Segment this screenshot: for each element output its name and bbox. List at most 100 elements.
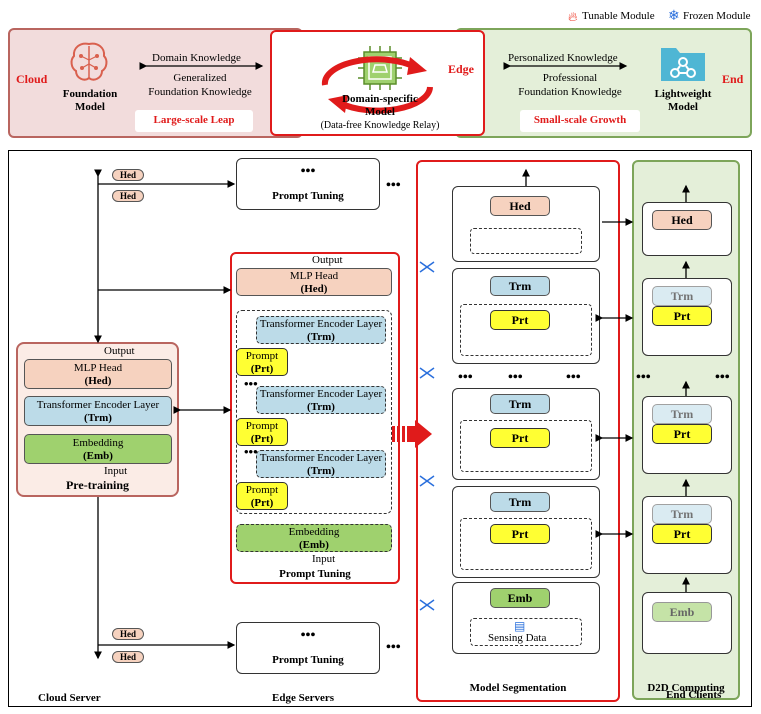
hed-chip-2: Hed <box>112 190 144 202</box>
personalized-knowledge: Personalized Knowledge <box>508 52 618 64</box>
prompt-tuning-top <box>236 158 380 210</box>
generalized-l2: Foundation Knowledge <box>148 86 252 98</box>
seg-block-5 <box>452 582 600 654</box>
professional-l2: Foundation Knowledge <box>518 86 622 98</box>
seg-prt-2: Prt <box>490 428 550 448</box>
pt-mlp-l1: MLP Head <box>73 362 123 374</box>
ep-ellipsis-2: ••• <box>244 444 258 459</box>
footer-cloud: Cloud Server <box>38 692 101 704</box>
large-leap-badge <box>135 110 253 132</box>
seg-ellipsis-l: ••• <box>458 370 473 385</box>
ep-mlp-l1: MLP Head <box>289 270 339 282</box>
folder-network-icon <box>658 40 708 84</box>
ptb-ellipsis: ••• <box>300 628 316 643</box>
small-growth-label: Small-scale Growth <box>533 114 627 126</box>
red-transfer-arrow <box>392 420 432 448</box>
seg-dashed-3 <box>460 420 592 472</box>
seg-block-top <box>452 186 600 262</box>
d2d-prt-4: Prt <box>652 306 712 326</box>
database-icon: ▤ <box>514 619 526 633</box>
footer-end: End Clients <box>666 689 722 701</box>
seg-dashed-1 <box>470 228 582 254</box>
d2d-trm-3: Trm <box>652 404 712 424</box>
pt-trm-l2: (Trm) <box>84 412 112 424</box>
pt-emb-l2: (Emb) <box>83 450 113 462</box>
seg-prt-1: Prt <box>490 310 550 330</box>
d2d-title: D2D Computing <box>647 682 725 694</box>
pt-trm: Transformer Encoder Layer (Trm) <box>24 396 172 426</box>
seg-prt-3: Prt <box>490 524 550 544</box>
ep-trm-1: Transformer Encoder Layer(Trm) <box>256 450 386 478</box>
seg-ellipsis-c: ••• <box>508 370 523 385</box>
ptb-after-ellipsis: ••• <box>386 640 401 655</box>
seg-emb: Emb <box>490 588 550 608</box>
foundation-model-l1: Foundation <box>62 88 118 100</box>
ep-emb: Embedding(Emb) <box>236 524 392 552</box>
domain-knowledge: Domain Knowledge <box>152 52 241 64</box>
hed-chip-1: Hed <box>112 169 144 181</box>
edge-label: Edge <box>448 62 475 76</box>
ep-trm-2: Transformer Encoder Layer(Trm) <box>256 386 386 414</box>
seg-hed: Hed <box>490 196 550 216</box>
end-label: End <box>722 72 744 86</box>
professional-l1: Professional <box>542 72 598 84</box>
pt-emb-l1: Embedding <box>72 437 124 449</box>
seg-dashed-2 <box>460 304 592 356</box>
lightweight-l1: Lightweight <box>654 88 712 100</box>
pt-mlp-head: MLP Head (Hed) <box>24 359 172 389</box>
ep-title: Prompt Tuning <box>279 568 351 580</box>
seg-dashed-4 <box>460 518 592 570</box>
small-growth-badge <box>520 110 640 132</box>
lightweight-l2: Model <box>668 101 698 113</box>
ep-input: Input <box>312 553 336 565</box>
ptt-ellipsis: ••• <box>300 164 316 179</box>
ep-ellipsis-1: ••• <box>244 376 258 391</box>
pt-trm-l1: Transformer Encoder Layer <box>36 399 160 411</box>
seg-block-3 <box>452 388 600 480</box>
domain-model-l2: Model <box>365 106 395 118</box>
legend-tunable: Tunable Module <box>582 10 655 22</box>
ep-prompt-2: Prompt(Prt) <box>236 418 288 446</box>
ep-prompt-1: Prompt(Prt) <box>236 482 288 510</box>
large-leap-label: Large-scale Leap <box>153 114 235 126</box>
pt-title: Pre-training <box>65 478 130 492</box>
hed-chip-3: Hed <box>112 628 144 640</box>
ep-output: Output <box>312 254 343 266</box>
brain-icon <box>68 40 110 84</box>
legend: 🔥︎ Tunable Module ❄ Frozen Module <box>568 9 758 25</box>
seg-trm-3: Trm <box>490 492 550 512</box>
generalized-l1: Generalized <box>173 72 227 84</box>
seg-ellipsis-r: ••• <box>566 370 581 385</box>
d2d-trm-2: Trm <box>652 504 712 524</box>
ptb-title: Prompt Tuning <box>272 654 344 666</box>
pt-emb: Embedding (Emb) <box>24 434 172 464</box>
snowflake-icon: ❄ <box>668 9 680 24</box>
ep-mlp-l2: (Hed) <box>300 283 328 295</box>
d2d-prt-2: Prt <box>652 524 712 544</box>
ep-layers-dashed <box>236 310 392 514</box>
hed-chip-4: Hed <box>112 651 144 663</box>
ptt-title: Prompt Tuning <box>272 190 344 202</box>
ep-mlp-head: MLP Head (Hed) <box>236 268 392 296</box>
flame-icon: 🔥︎ <box>568 9 578 24</box>
ep-prompt-3: Prompt(Prt) <box>236 348 288 376</box>
pt-mlp-l2: (Hed) <box>84 375 112 387</box>
seg-trm-2: Trm <box>490 394 550 414</box>
seg-sensing-label: Sensing Data <box>488 632 547 644</box>
edge-prompt-panel <box>230 252 400 584</box>
seg-trm-1: Trm <box>490 276 550 296</box>
relay-label: (Data-free Knowledge Relay) <box>320 120 440 131</box>
d2d-prt-3: Prt <box>652 424 712 444</box>
relay-cycle-icon <box>315 55 440 115</box>
pt-output: Output <box>104 345 135 357</box>
d2d-emb: Emb <box>652 602 712 622</box>
edge-panel <box>270 30 485 136</box>
seg-sensing-box <box>470 618 582 646</box>
ptt-after-ellipsis: ••• <box>386 178 401 193</box>
d2d-hed: Hed <box>652 210 712 230</box>
legend-frozen: Frozen Module <box>683 10 751 22</box>
foundation-model-l2: Model <box>75 101 105 113</box>
main-frame <box>8 150 752 707</box>
seg-title: Model Segmentation <box>469 682 567 694</box>
